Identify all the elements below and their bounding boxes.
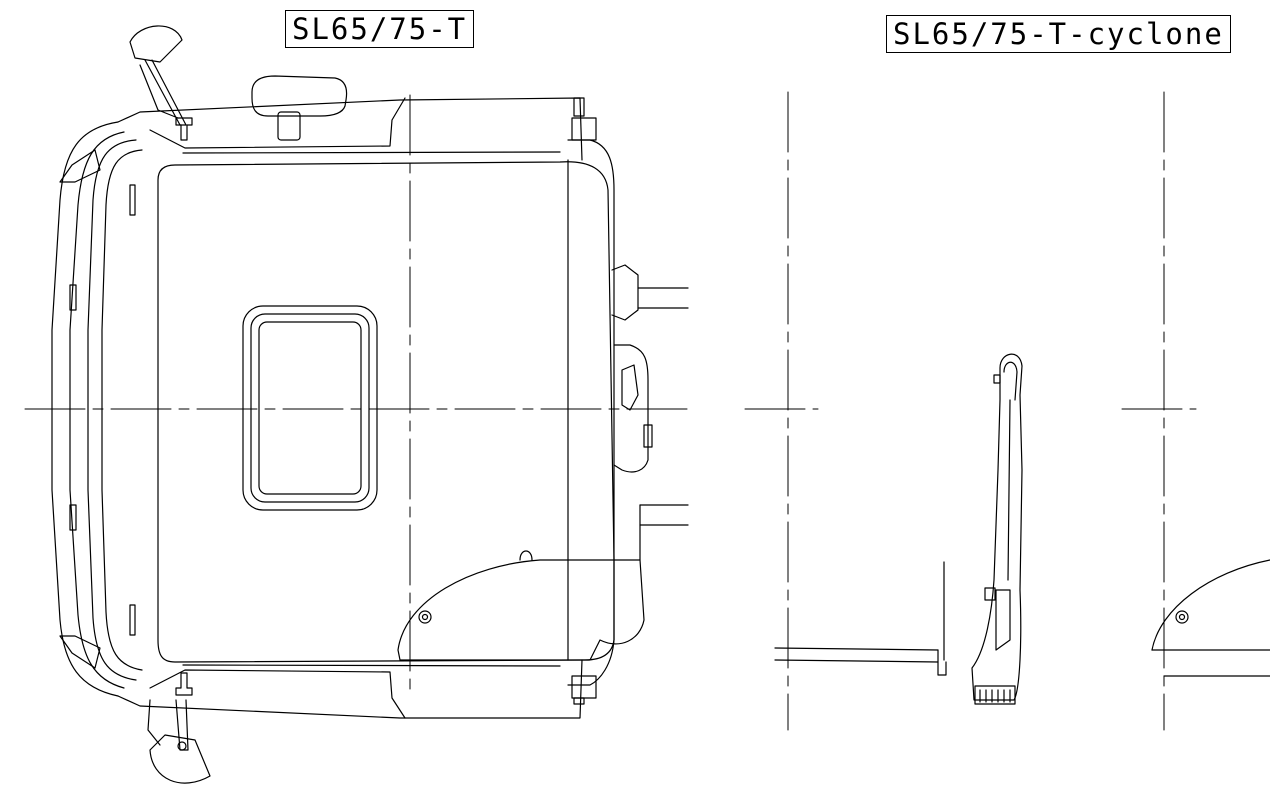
rear-connector-mid [614,345,648,472]
model-label-right: SL65/75-T-cyclone [886,15,1231,53]
centerlines [25,92,1196,730]
rear-bracket-bottom [572,676,596,698]
rear-bracket-top [572,118,596,140]
rear-connector-upper [612,265,638,320]
front-clip-3 [130,185,135,215]
mirror-bottom-foot [176,673,192,695]
bumper-cap-bottom [60,636,100,668]
bumper-cap-top [60,150,100,182]
windshield-inner [102,150,142,670]
sunroof-mid [251,314,369,502]
front-clip-1 [70,285,76,310]
intake-bolt-inner [423,615,428,620]
cyclone-housing-partial [1152,560,1270,676]
housing-bolt-inner [1180,615,1185,620]
rear-bracket-bottom-cap [574,698,584,704]
roof-rail-top-line [183,152,560,153]
front-clip-4 [130,605,135,635]
mirror-top-arm [145,60,186,125]
housing-bolt-outer [1176,611,1188,623]
snorkel-clip [994,375,1000,383]
roof-lamp [252,76,347,116]
rear-frame [568,140,614,685]
cyclone-head [975,686,1015,704]
roof-rail-bottom-line [183,665,560,666]
cab-front-inner [70,132,124,688]
intake-bolt-outer [419,611,431,623]
roof-line-mid-2 [775,660,938,662]
mirror-bottom-head [150,735,210,783]
mirror-bottom-arm-2 [148,700,160,745]
roof-side-rail-top [118,98,582,160]
air-intake-housing [398,560,644,660]
mirror-bottom-pivot [178,742,186,750]
rear-latch [622,365,638,410]
roof-line-mid-1 [775,648,938,650]
housing-curve [1152,560,1270,650]
roof-side-rail-bottom [118,660,582,718]
roof-outline [158,162,614,662]
intake-tab [520,551,532,560]
snorkel-inner [1004,362,1017,400]
sunroof-inner [259,322,361,494]
sunroof-outer [243,306,377,510]
roof-lamp-mount [278,112,300,140]
windshield-outline [88,140,136,680]
front-clip-2 [70,505,76,530]
mirror-top-arm-2 [140,65,178,118]
cab-top-view [52,26,688,783]
mirror-top-head [130,26,182,62]
cyclone-side-view [775,354,1022,704]
snorkel-base [996,590,1010,650]
roof-side-rail-top-inner [150,98,405,148]
roof-side-rail-bottom-inner [150,670,405,718]
cab-front-outline [52,122,118,696]
snorkel-seam [1008,400,1010,580]
rear-latch-box [644,425,652,447]
model-label-left: SL65/75-T [285,10,475,48]
rear-bracket-top-cap [574,98,584,116]
mirror-top-foot [176,118,192,140]
snorkel-pipe [972,354,1022,700]
snorkel-mount [985,588,995,600]
roof-step [938,650,946,675]
